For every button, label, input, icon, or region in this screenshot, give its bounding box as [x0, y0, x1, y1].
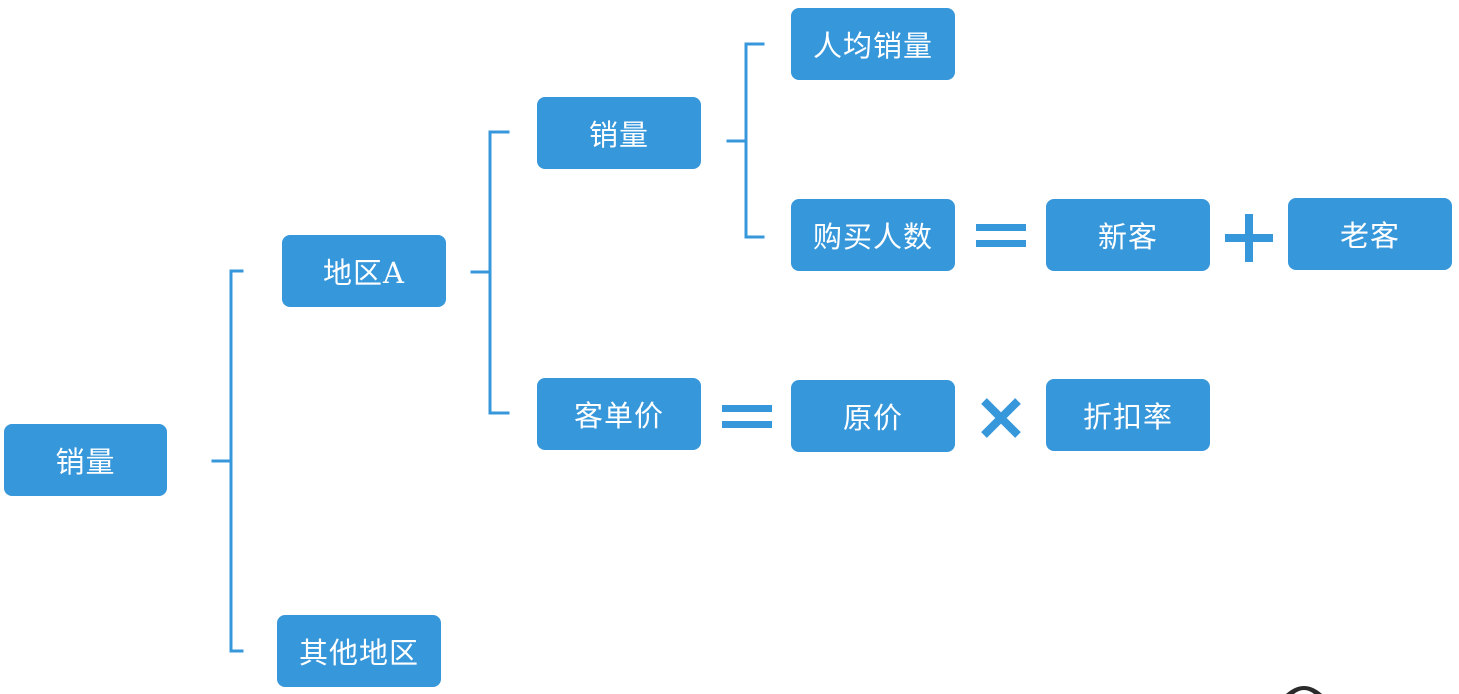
watermark-logo-icon [1286, 686, 1322, 694]
node-region-a: 地区A [282, 235, 446, 307]
node-label: 人均销量 [812, 29, 933, 63]
node-original-price: 原价 [791, 380, 955, 452]
node-discount-rate: 折扣率 [1046, 379, 1210, 451]
equals-operator-price [722, 405, 772, 428]
node-label: 地区A [323, 256, 405, 290]
node-other-regions: 其他地区 [277, 615, 441, 687]
node-buyers: 购买人数 [791, 199, 955, 271]
multiply-operator [981, 398, 1021, 438]
node-label: 销量 [588, 118, 649, 152]
node-old-customers: 老客 [1288, 198, 1452, 270]
sales-bracket [744, 42, 765, 239]
node-label: 新客 [1097, 220, 1158, 254]
node-new-customers: 新客 [1046, 199, 1210, 271]
node-label: 老客 [1339, 219, 1400, 253]
plus-operator [1225, 214, 1273, 262]
node-label: 折扣率 [1082, 400, 1173, 434]
equals-operator-buyers [976, 224, 1026, 247]
node-label: 客单价 [573, 399, 664, 433]
node-root-sales: 销量 [4, 424, 167, 496]
node-sales: 销量 [537, 97, 701, 169]
node-label: 购买人数 [812, 220, 933, 254]
node-label: 其他地区 [298, 636, 419, 670]
region-a-bracket [488, 130, 510, 415]
node-label: 销量 [55, 445, 116, 479]
node-label: 原价 [842, 401, 903, 435]
root-bracket [229, 269, 244, 653]
node-unit-price: 客单价 [537, 378, 701, 450]
node-avg-sales: 人均销量 [791, 8, 955, 80]
